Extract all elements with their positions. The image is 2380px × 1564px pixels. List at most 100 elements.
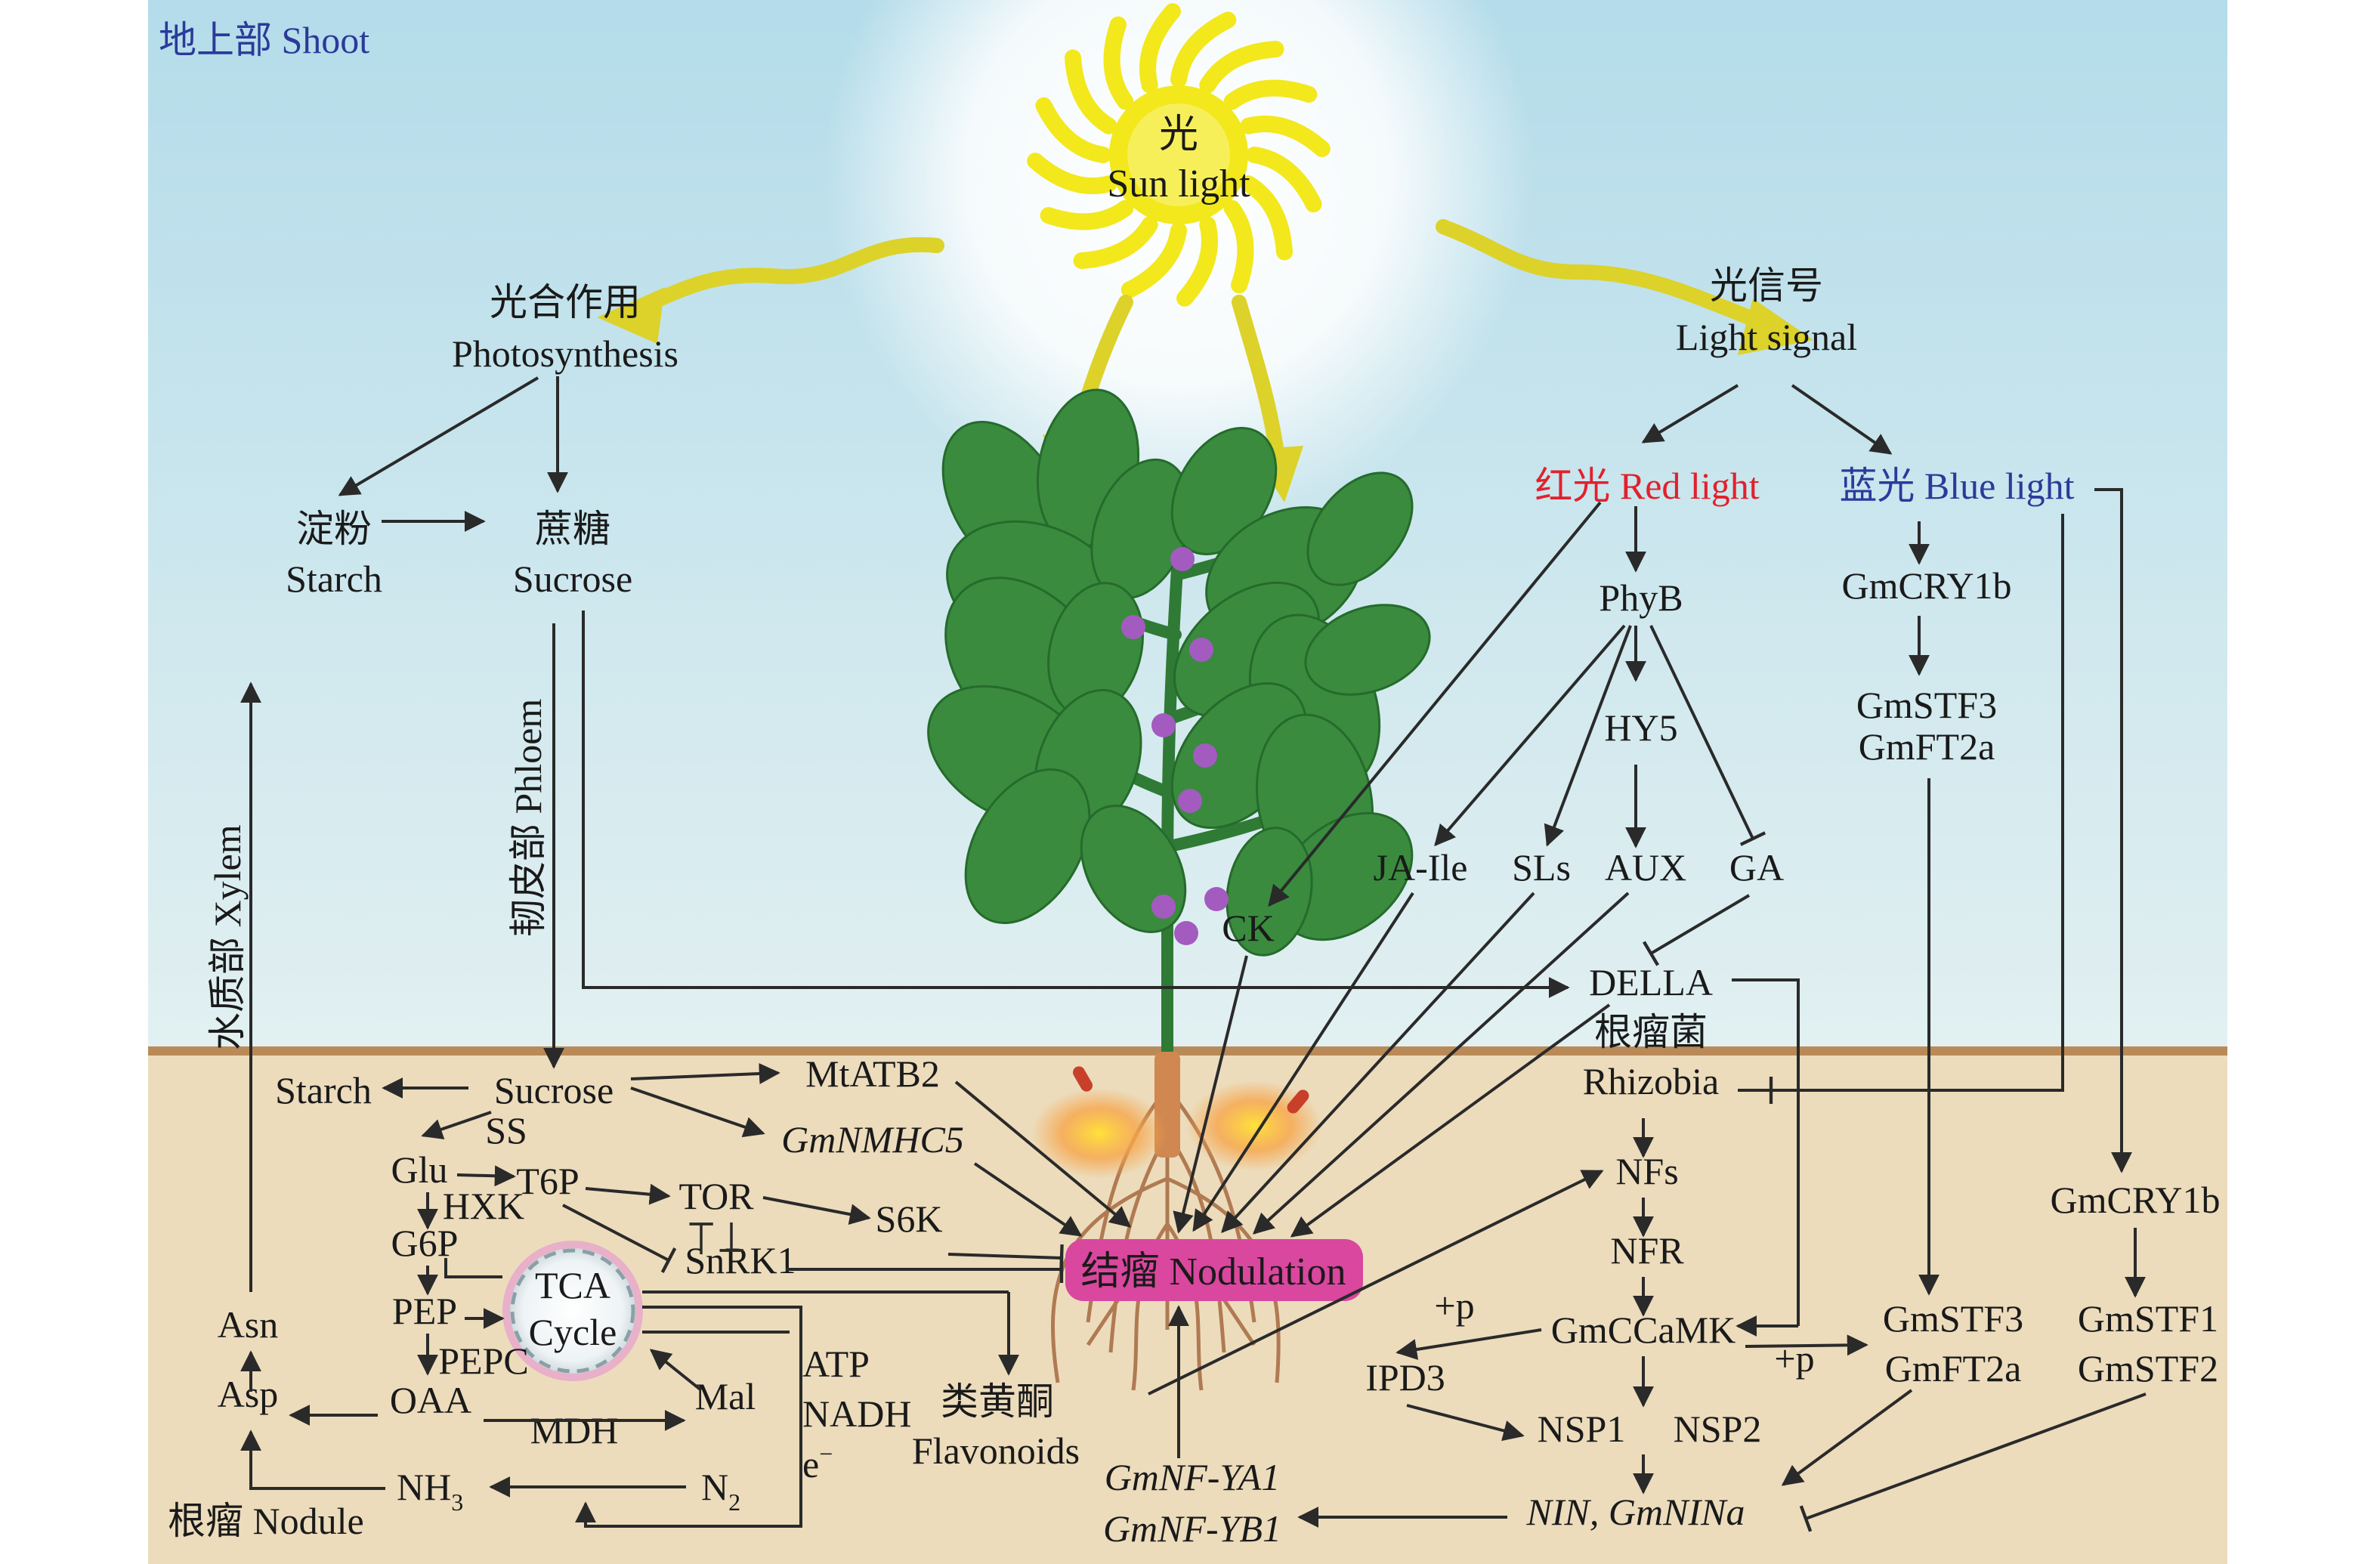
oaa-label: OAA — [390, 1379, 471, 1421]
sun-ray — [1170, 11, 1237, 88]
nsp2-label: NSP2 — [1674, 1408, 1762, 1450]
flower-shape — [1151, 713, 1176, 737]
nadh-label: NADH — [802, 1392, 911, 1435]
rhizobia-label-en: Rhizobia — [1583, 1060, 1720, 1102]
sucrose-label-zh: 蔗糖 — [535, 508, 610, 550]
nodulation-label: 结瘤 Nodulation — [1081, 1250, 1346, 1294]
sun-ray — [1223, 79, 1318, 110]
photosynthesis-label-zh: 光合作用 — [490, 281, 641, 323]
starch-label-en: Starch — [286, 558, 382, 600]
gmstf2-label: GmSTF2 — [2078, 1347, 2218, 1389]
n2-text: N — [701, 1466, 728, 1508]
g6p-label: G6P — [391, 1222, 459, 1264]
xylem-label: 水质部 Xylem — [206, 824, 249, 1050]
mtatb2-label: MtATB2 — [805, 1052, 940, 1095]
sun-label-en: Sun light — [1107, 162, 1250, 206]
gmcry1b-root-label: GmCRY1b — [2050, 1179, 2220, 1221]
phloem-label: 韧皮部 Phloem — [507, 699, 549, 937]
hy5-label: HY5 — [1604, 706, 1677, 749]
sun-ray — [1035, 97, 1111, 163]
red-light-label: 红光 Red light — [1535, 465, 1759, 507]
gmnmhc5-label: GmNMHC5 — [781, 1118, 964, 1161]
flavonoids-label-en: Flavonoids — [912, 1430, 1080, 1472]
blue-light-label: 蓝光 Blue light — [1839, 465, 2074, 507]
rhizobia-label-zh: 根瘤菌 — [1594, 1011, 1708, 1053]
ss-label: SS — [485, 1109, 527, 1151]
flower-shape — [1178, 789, 1202, 813]
della-label: DELLA — [1589, 961, 1713, 1003]
sucrose-label-en: Sucrose — [513, 558, 632, 600]
gmnina-text: GmNINa — [1609, 1491, 1745, 1533]
nodule-zone-label: 根瘤 Nodule — [168, 1500, 364, 1542]
photosynthesis-label-en: Photosynthesis — [452, 332, 678, 375]
snrk1-label: SnRK1 — [685, 1239, 796, 1281]
leaf-shape — [1306, 471, 1414, 586]
asn-label: Asn — [218, 1303, 279, 1346]
sun-ray — [1040, 199, 1134, 230]
nodulation-signal-arrows — [1148, 892, 1630, 1458]
nin-label: NIN, GmNINa — [1526, 1491, 1745, 1533]
sun-ray — [1065, 49, 1117, 134]
atp-label: ATP — [802, 1343, 870, 1385]
light-signal-label-zh: 光信号 — [1710, 264, 1823, 307]
gmccamk-label: GmCCaMK — [1551, 1309, 1736, 1351]
gmnf-ya1-label: GmNF-YA1 — [1105, 1456, 1281, 1498]
pepc-label: PEPC — [438, 1340, 529, 1382]
electron-superscript: − — [819, 1440, 833, 1467]
ga-label: GA — [1729, 846, 1784, 889]
aux-label: AUX — [1605, 846, 1686, 889]
root-nodule-burst-right — [1186, 1080, 1322, 1171]
glu-label: Glu — [391, 1148, 448, 1191]
soybean-plant-illustration — [927, 388, 1431, 1056]
nh3-label: NH3 — [397, 1466, 463, 1516]
n2-subscript: 2 — [728, 1488, 740, 1516]
flower-shape — [1193, 743, 1217, 768]
sun-ray — [1240, 175, 1293, 261]
nh3-text: NH — [397, 1466, 451, 1508]
sun-label-zh: 光 — [1159, 113, 1198, 156]
gmft2a-root-label: GmFT2a — [1885, 1347, 2022, 1389]
electron-label: e− — [802, 1440, 833, 1485]
nh3-subscript: 3 — [451, 1488, 463, 1516]
electron-text: e — [802, 1443, 819, 1485]
gmstf3-shoot-label: GmSTF3 — [1856, 684, 1997, 726]
leaf-shape — [1304, 604, 1431, 696]
flower-shape — [1174, 921, 1198, 945]
flavonoids-label-zh: 类黄酮 — [941, 1380, 1054, 1423]
flower-shape — [1121, 615, 1145, 639]
sun-ray — [1240, 116, 1331, 157]
gmnf-yb1-label: GmNF-YB1 — [1103, 1507, 1281, 1550]
sun-glow — [824, 0, 1534, 529]
rhizobia-icon — [1073, 1066, 1309, 1114]
tor-label: TOR — [678, 1175, 754, 1217]
phosphorylation-label-right: +p — [1774, 1337, 1814, 1380]
nfr-label: NFR — [1610, 1229, 1684, 1272]
gmft2a-shoot-label: GmFT2a — [1859, 725, 1995, 768]
flower-shape — [1189, 638, 1213, 662]
nfs-label: NFs — [1615, 1150, 1678, 1192]
nin-text: NIN, — [1526, 1491, 1609, 1533]
shoot-zone-label: 地上部 Shoot — [159, 19, 369, 61]
nodulation-box — [1065, 1239, 1363, 1301]
hxk-label: HXK — [443, 1185, 524, 1227]
t6p-label: T6P — [516, 1160, 579, 1202]
ja-ile-label: JA-Ile — [1374, 846, 1468, 889]
flower-shape — [1204, 887, 1229, 911]
sun-ray — [1027, 153, 1117, 194]
gmstf3-root-label: GmSTF3 — [1883, 1297, 2023, 1340]
sun-ray — [1223, 199, 1254, 294]
shoot-arrows — [240, 376, 2132, 1337]
flower-shape — [1170, 547, 1195, 571]
sun-icon — [1027, 3, 1331, 307]
root-starch-label: Starch — [275, 1069, 372, 1111]
leaf-shape — [964, 768, 1091, 924]
light-rays — [627, 219, 1776, 461]
mdh-label: MDH — [530, 1409, 619, 1451]
asp-label: Asp — [218, 1373, 279, 1415]
tca-cycle — [502, 1241, 643, 1381]
light-signal-label-en: Light signal — [1676, 316, 1857, 358]
gmstf1-label: GmSTF1 — [2078, 1297, 2218, 1340]
starch-label-zh: 淀粉 — [296, 508, 372, 550]
